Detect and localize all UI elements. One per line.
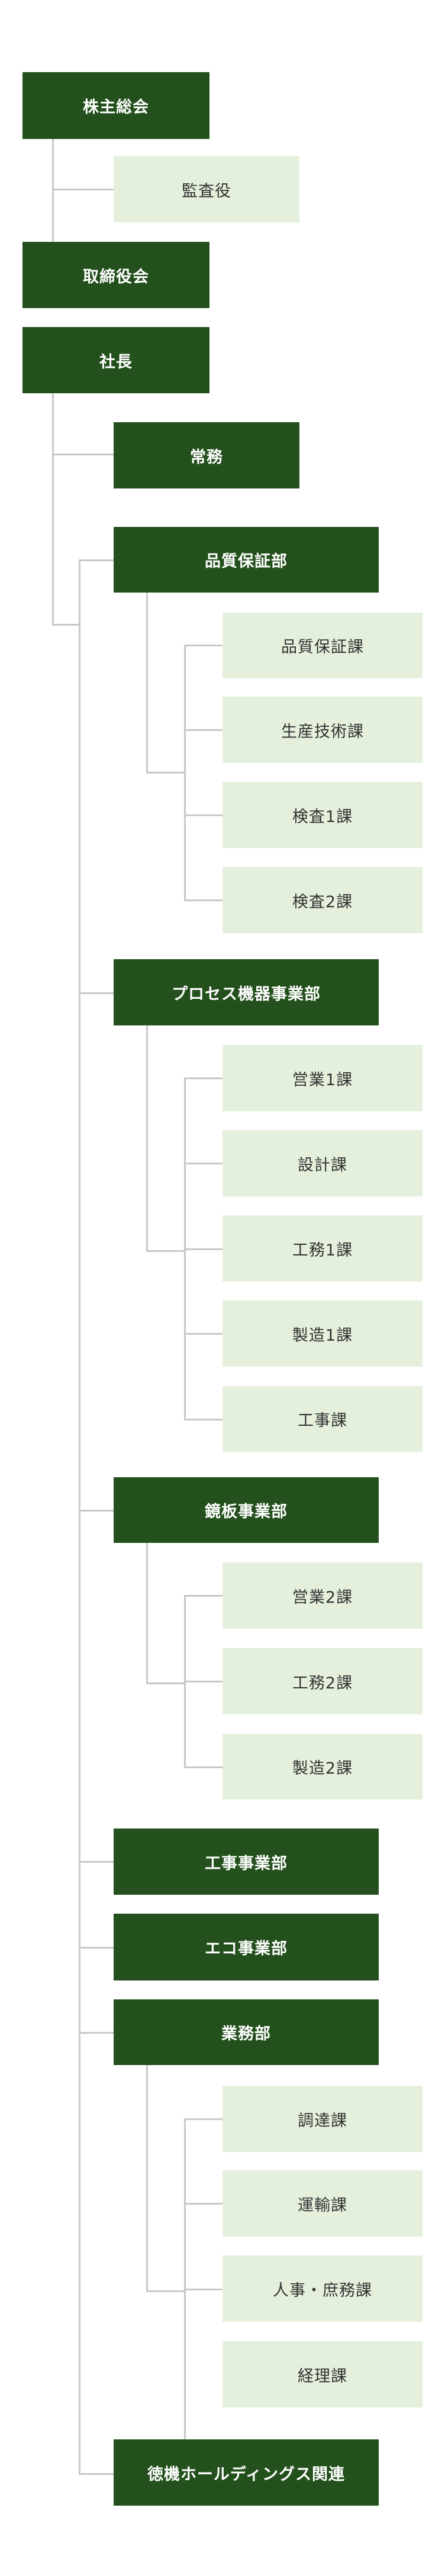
connector-line	[184, 2203, 222, 2205]
auditor-box: 監査役	[114, 156, 299, 222]
connector-line	[146, 1250, 186, 1252]
section-box: 品質保証課	[222, 613, 423, 678]
connector-line	[52, 454, 114, 455]
connector-line	[52, 393, 54, 626]
section-box: 検査1課	[222, 782, 423, 848]
connector-line	[79, 559, 80, 2475]
section-box: 調達課	[222, 2086, 423, 2152]
connector-line	[146, 1682, 186, 1684]
president-box: 社長	[22, 327, 209, 393]
connector-line	[184, 814, 222, 816]
connector-line	[184, 1595, 222, 1597]
section-box: 運輸課	[222, 2170, 423, 2237]
section-box: 検査2課	[222, 867, 423, 933]
shareholders-meeting-box: 株主総会	[22, 72, 209, 139]
connector-line	[146, 1543, 148, 1684]
connector-line	[146, 593, 148, 774]
section-box: 人事・庶務課	[222, 2255, 423, 2322]
connector-line	[79, 559, 114, 561]
connector-line	[79, 2473, 114, 2475]
connector-line	[79, 2032, 114, 2034]
connector-line	[79, 992, 114, 994]
managing-director-box: 常務	[114, 422, 299, 488]
connector-line	[184, 2289, 222, 2290]
connector-line	[184, 1766, 222, 1768]
connector-line	[184, 645, 222, 646]
connector-line	[52, 624, 80, 626]
connector-line	[79, 1510, 114, 1512]
connector-line	[184, 1248, 222, 1250]
board-of-directors-box: 取締役会	[22, 242, 209, 308]
section-box: 製造2課	[222, 1734, 423, 1800]
section-box: 工務2課	[222, 1648, 423, 1714]
eco-dept-box: エコ事業部	[114, 1914, 379, 1980]
head-plate-dept-box: 鏡板事業部	[114, 1477, 379, 1543]
connector-line	[79, 1861, 114, 1863]
connector-line	[184, 1681, 222, 1682]
connector-line	[184, 729, 222, 731]
connector-line	[79, 1947, 114, 1949]
connector-line	[184, 1077, 222, 1079]
construction-dept-box: 工事事業部	[114, 1829, 379, 1895]
section-box: 工事課	[222, 1386, 423, 1452]
quality-assurance-dept-box: 品質保証部	[114, 527, 379, 593]
connector-line	[146, 1025, 148, 1252]
section-box: 製造1課	[222, 1300, 423, 1367]
connector-line	[146, 772, 186, 774]
section-box: 営業2課	[222, 1562, 423, 1629]
connector-line	[52, 189, 114, 190]
connector-line	[184, 899, 222, 901]
business-dept-box: 業務部	[114, 1999, 379, 2065]
section-box: 経理課	[222, 2341, 423, 2407]
connector-line	[184, 1163, 222, 1164]
connector-line	[52, 139, 54, 242]
process-equipment-dept-box: プロセス機器事業部	[114, 959, 379, 1025]
connector-line	[146, 2290, 186, 2292]
connector-line	[184, 2118, 222, 2120]
connector-line	[184, 645, 186, 901]
section-box: 生産技術課	[222, 697, 423, 763]
connector-line	[146, 2065, 148, 2292]
section-box: 工務1課	[222, 1215, 423, 1281]
connector-line	[184, 1419, 222, 1420]
section-box: 設計課	[222, 1130, 423, 1196]
connector-line	[184, 1333, 222, 1335]
section-box: 営業1課	[222, 1045, 423, 1111]
tokki-holdings-box: 徳機ホールディングス関連	[114, 2439, 379, 2506]
